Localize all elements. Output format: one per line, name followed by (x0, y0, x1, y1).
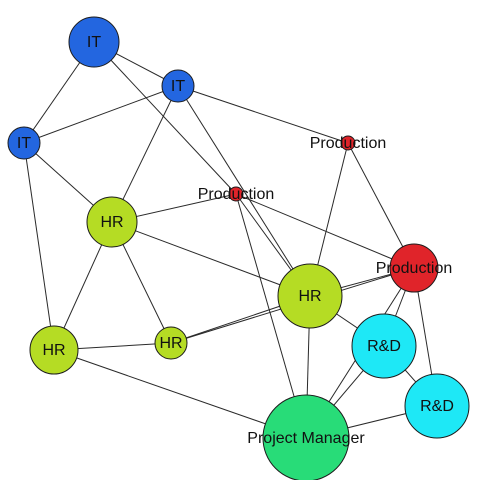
node-label-it1: IT (87, 34, 101, 51)
node-prod3[interactable] (389, 243, 439, 293)
edge-it2-it3 (23, 85, 179, 144)
node-hr2[interactable] (277, 263, 343, 329)
node-hr4[interactable] (154, 326, 188, 360)
node-label-hr1: HR (100, 214, 123, 231)
node-label-prod2: Production (198, 186, 275, 203)
node-label-hr4: HR (159, 335, 182, 352)
node-prod2[interactable] (228, 186, 244, 202)
edge-it2-prod1 (177, 85, 349, 144)
node-hr3[interactable] (29, 325, 79, 375)
edge-hr1-hr2 (111, 221, 311, 297)
node-label-rd2: R&D (420, 398, 454, 415)
node-label-it3: IT (17, 135, 31, 152)
node-it1[interactable] (68, 16, 120, 68)
nodes-layer (7, 16, 470, 480)
node-hr1[interactable] (86, 196, 138, 248)
node-rd2[interactable] (404, 373, 470, 439)
node-it2[interactable] (161, 69, 195, 103)
node-label-pm: Project Manager (247, 430, 365, 447)
node-label-prod1: Production (310, 135, 387, 152)
node-prod1[interactable] (340, 135, 356, 151)
edge-hr3-pm (53, 349, 307, 439)
edges-layer (23, 41, 438, 439)
node-label-rd1: R&D (367, 338, 401, 355)
node-rd1[interactable] (351, 313, 417, 379)
node-pm[interactable] (262, 394, 350, 480)
edge-it2-hr2 (177, 85, 311, 297)
node-label-prod3: Production (376, 260, 453, 277)
edge-it1-prod2 (93, 41, 237, 195)
node-label-hr2: HR (298, 288, 321, 305)
edge-it3-hr3 (23, 142, 55, 351)
node-it3[interactable] (7, 126, 41, 160)
edge-prod2-prod3 (235, 193, 415, 269)
node-label-hr3: HR (42, 342, 65, 359)
node-label-it2: IT (171, 78, 185, 95)
